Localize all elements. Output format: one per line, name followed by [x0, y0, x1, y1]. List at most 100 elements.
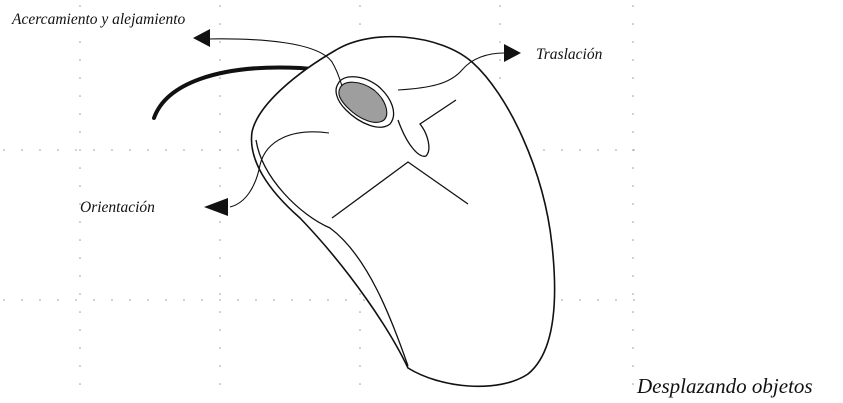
grid-dot	[219, 275, 221, 277]
grid-dot	[219, 365, 221, 367]
grid-dot	[111, 299, 113, 301]
translation-arrow-icon	[504, 44, 521, 62]
grid-dot	[359, 347, 361, 349]
grid-dot	[79, 311, 81, 313]
grid-dot	[79, 167, 81, 169]
grid-dot	[93, 299, 95, 301]
grid-dot	[632, 185, 634, 187]
grid-dot	[21, 149, 23, 151]
grid-dot	[219, 131, 221, 133]
grid-dot	[561, 149, 563, 151]
grid-dot	[79, 293, 81, 295]
grid-dot	[632, 149, 634, 151]
grid-dot	[359, 365, 361, 367]
grid-dot	[219, 59, 221, 61]
grid-dot	[219, 221, 221, 223]
grid-dot	[129, 299, 131, 301]
grid-dot	[79, 59, 81, 61]
orientation-label: Orientación	[80, 199, 155, 216]
grid-dot	[632, 167, 634, 169]
grid-dot	[219, 257, 221, 259]
grid-dot	[79, 113, 81, 115]
grid-dot	[111, 149, 113, 151]
grid-dot	[79, 77, 81, 79]
grid-dot	[359, 5, 361, 7]
grid-dot	[632, 23, 634, 25]
grid-dot	[79, 149, 81, 151]
grid-dot	[499, 23, 501, 25]
grid-dot	[219, 41, 221, 43]
grid-dot	[219, 149, 221, 151]
grid-dot	[79, 275, 81, 277]
grid-dot	[632, 329, 634, 331]
caption: Desplazando objetos	[636, 374, 813, 398]
grid-dot	[327, 299, 329, 301]
grid-dot	[21, 299, 23, 301]
grid-dot	[632, 311, 634, 313]
grid-dot	[543, 149, 545, 151]
grid-dot	[359, 383, 361, 385]
grid-dot	[499, 77, 501, 79]
grid-dot	[79, 347, 81, 349]
grid-dot	[147, 149, 149, 151]
grid-dot	[632, 203, 634, 205]
grid-dot	[219, 383, 221, 385]
grid-dot	[237, 149, 239, 151]
grid-dot	[75, 299, 77, 301]
grid-dot	[632, 365, 634, 367]
grid-dot	[632, 221, 634, 223]
grid-dot	[632, 77, 634, 79]
grid-dot	[632, 95, 634, 97]
grid-dot	[632, 131, 634, 133]
grid-dot	[345, 299, 347, 301]
grid-dot	[499, 41, 501, 43]
grid-dot	[597, 149, 599, 151]
grid-dot	[359, 311, 361, 313]
grid-dot	[93, 149, 95, 151]
grid-dot	[57, 299, 59, 301]
grid-dot	[237, 299, 239, 301]
grid-dot	[79, 239, 81, 241]
grid-dot	[79, 95, 81, 97]
grid-dot	[597, 299, 599, 301]
grid-dot	[273, 299, 275, 301]
grid-dot	[219, 239, 221, 241]
grid-dot	[219, 311, 221, 313]
grid-dot	[147, 299, 149, 301]
grid-dot	[219, 23, 221, 25]
grid-dot	[309, 299, 311, 301]
grid-dot	[632, 347, 634, 349]
grid-dot	[632, 257, 634, 259]
grid-dot	[579, 299, 581, 301]
grid-dot	[219, 167, 221, 169]
grid-dot	[79, 5, 81, 7]
grid-dot	[79, 365, 81, 367]
grid-dot	[579, 149, 581, 151]
grid-dot	[79, 383, 81, 385]
grid-dot	[75, 149, 77, 151]
grid-dot	[79, 257, 81, 259]
grid-dot	[632, 59, 634, 61]
grid-dot	[291, 299, 293, 301]
zoom-label: Acercamiento y alejamiento	[11, 11, 186, 28]
grid-dot	[165, 299, 167, 301]
grid-dot	[39, 149, 41, 151]
grid-dot	[632, 275, 634, 277]
grid-dot	[201, 149, 203, 151]
grid-dot	[219, 347, 221, 349]
grid-dot	[219, 299, 221, 301]
grid-dot	[39, 299, 41, 301]
grid-dot	[561, 299, 563, 301]
grid-dot	[219, 185, 221, 187]
grid-dot	[632, 383, 634, 385]
grid-dot	[79, 131, 81, 133]
grid-dot	[255, 299, 257, 301]
grid-dot	[633, 299, 635, 301]
grid-dot	[79, 329, 81, 331]
grid-dot	[219, 5, 221, 7]
grid-dot	[359, 293, 361, 295]
translation-label: Traslación	[536, 46, 603, 63]
grid-dot	[219, 113, 221, 115]
grid-dot	[632, 5, 634, 7]
